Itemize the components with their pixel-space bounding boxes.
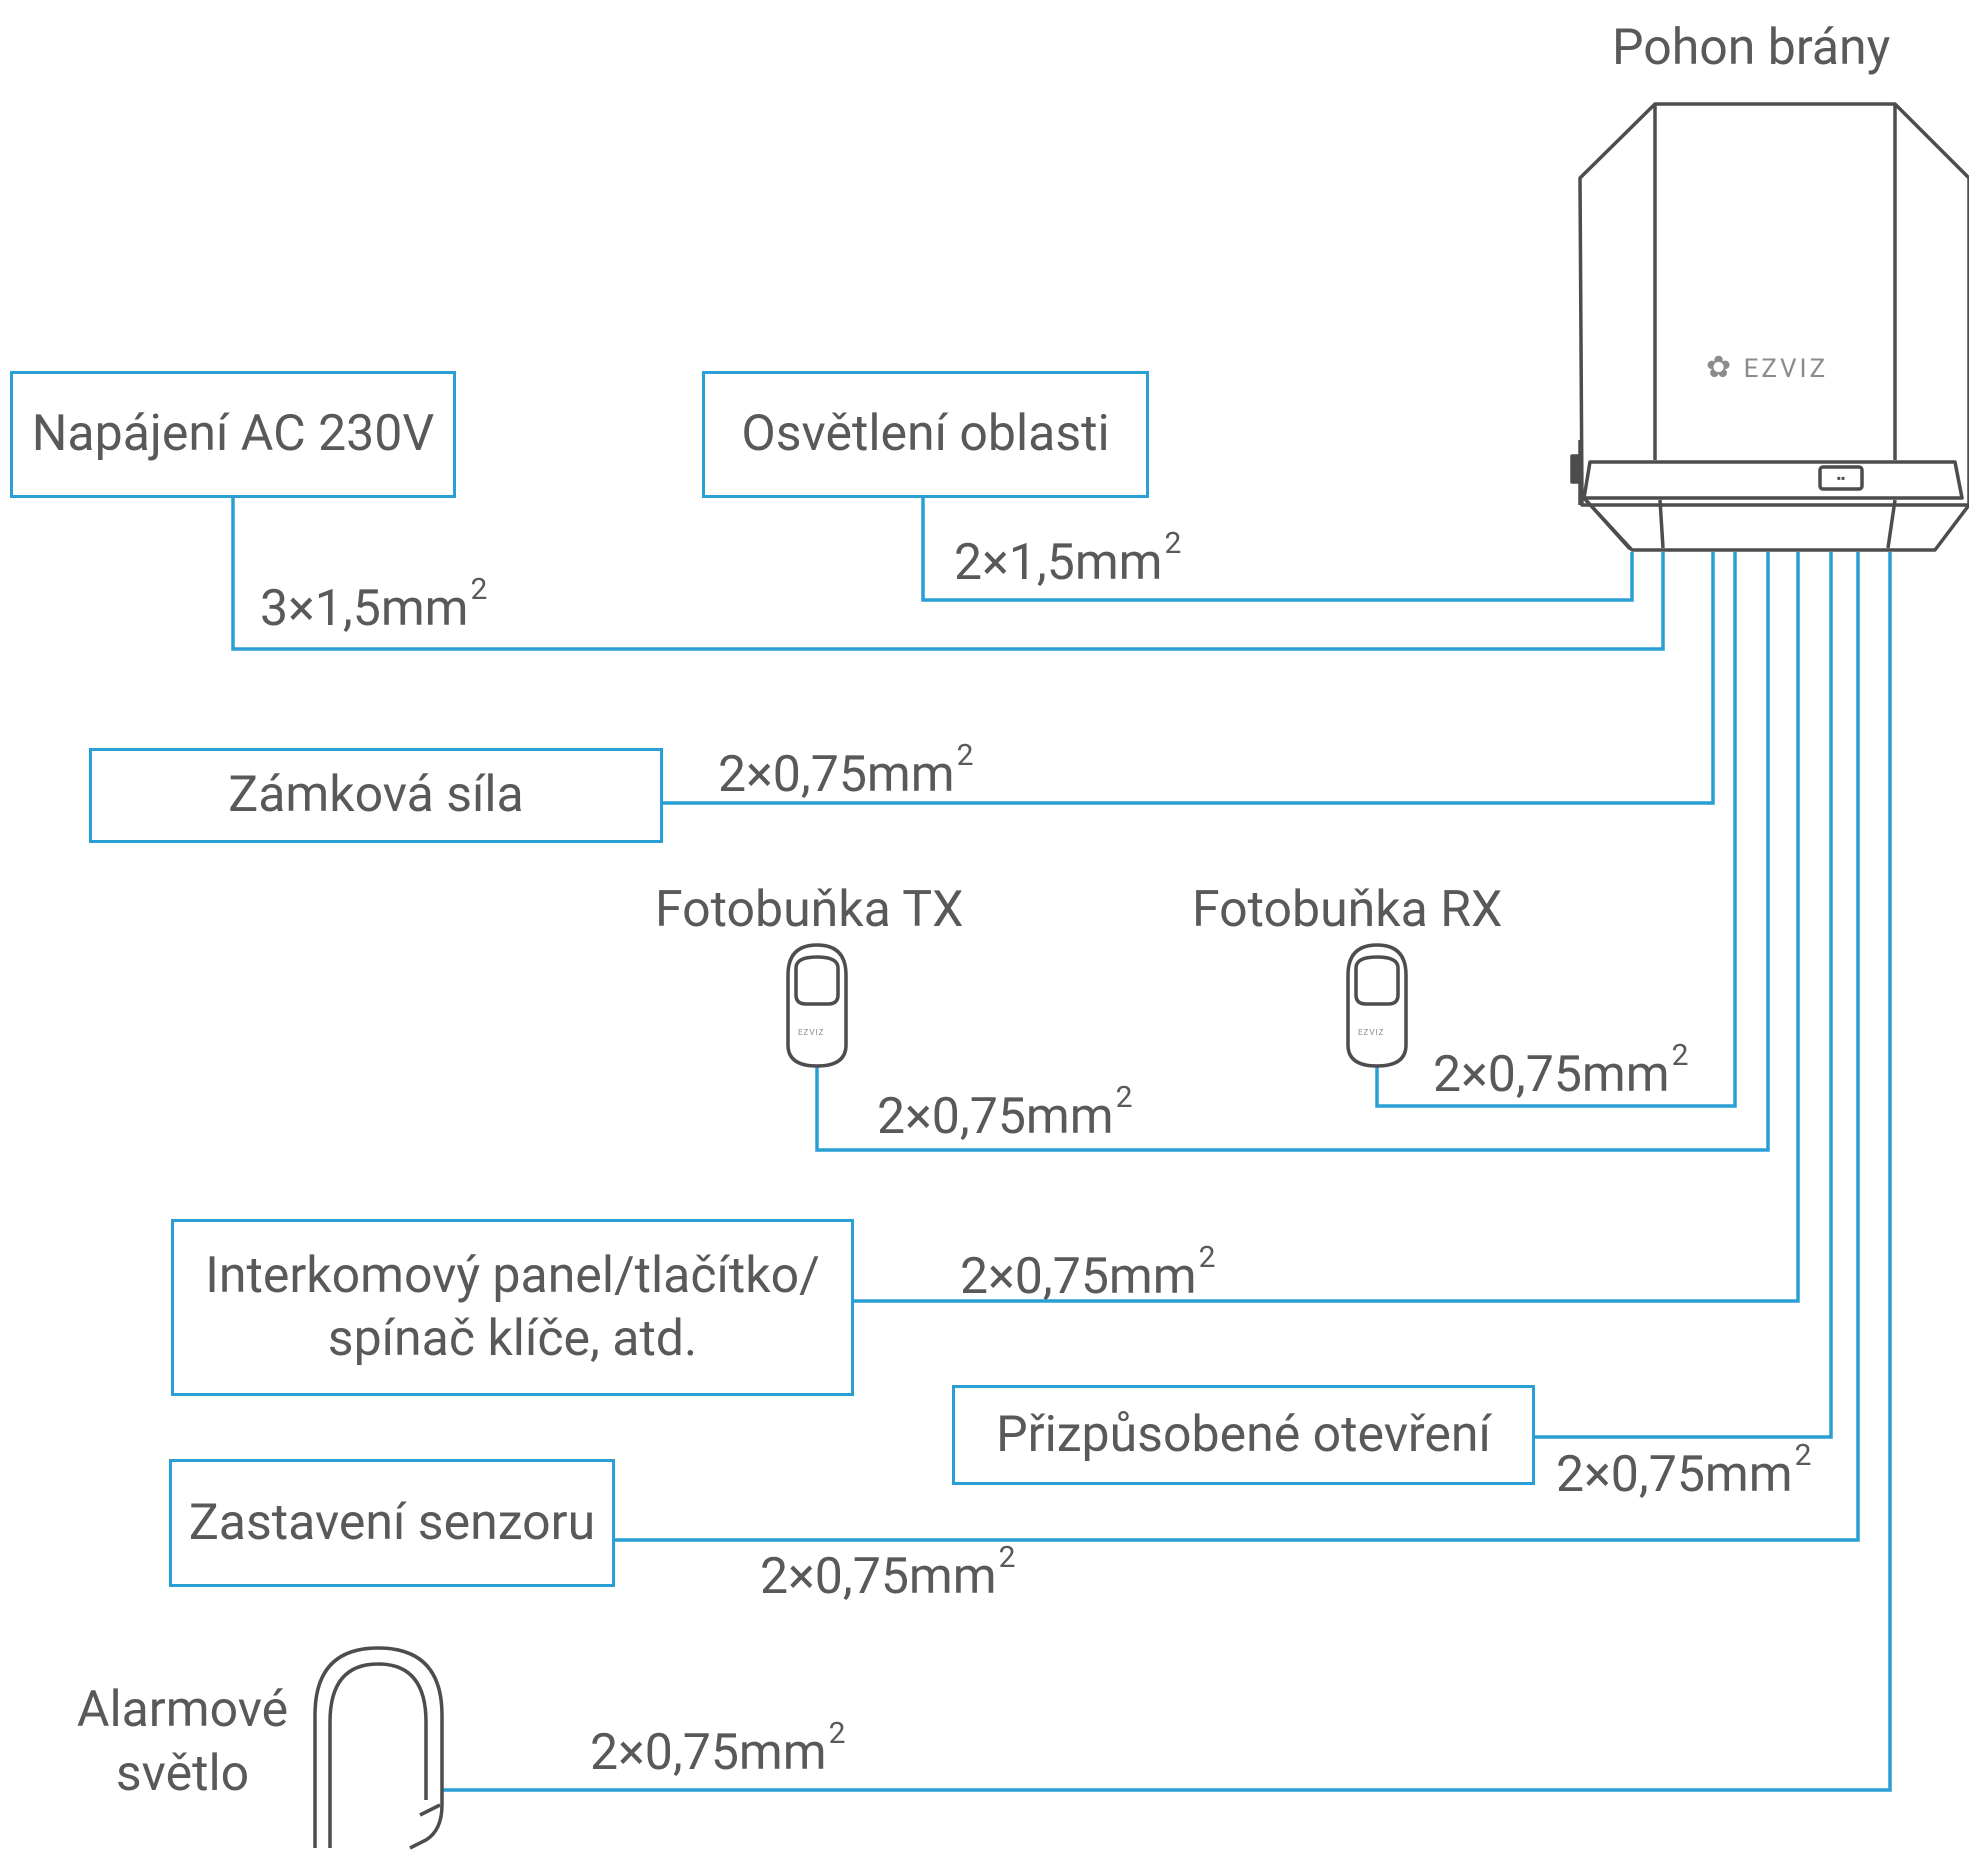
wire-intercom-gauge: 2×0,75mm2 — [960, 1240, 1216, 1306]
wire-power-gauge-text: 3×1,5mm — [260, 580, 469, 638]
wire-lock — [662, 552, 1715, 805]
ezviz-logo-icon: ✿ EZVIZ — [1706, 350, 1828, 385]
wire-power-gauge-sup: 2 — [470, 572, 488, 607]
intercom-label-line2: spínač klíče, atd. — [327, 1309, 698, 1368]
wire-alarm-light-gauge-text: 2×0,75mm — [590, 1724, 827, 1782]
wire-alarm-light — [442, 552, 1892, 1792]
wire-area-light-gauge-text: 2×1,5mm — [954, 534, 1163, 592]
wire-photocell-tx-gauge-sup: 2 — [1115, 1080, 1133, 1115]
wire-stop-sensor-gauge: 2×0,75mm2 — [760, 1540, 1016, 1606]
wire-stop-sensor-gauge-text: 2×0,75mm — [760, 1548, 997, 1606]
gate-motor-icon — [1570, 102, 1969, 552]
wire-power-gauge: 3×1,5mm2 — [260, 572, 487, 638]
photocell-tx-label: Fotobuňka TX — [655, 881, 964, 939]
wire-lock-gauge: 2×0,75mm2 — [718, 738, 974, 804]
alarm-light-label-line1: Alarmové — [76, 1681, 289, 1739]
wire-custom-open — [1534, 552, 1833, 1439]
power-supply-box: Napájení AC 230V — [10, 371, 456, 498]
wire-photocell-tx-gauge-text: 2×0,75mm — [877, 1088, 1114, 1146]
power-supply-label: Napájení AC 230V — [31, 405, 435, 464]
wire-photocell-rx-gauge-sup: 2 — [1671, 1038, 1689, 1073]
wire-area-light-gauge: 2×1,5mm2 — [954, 526, 1181, 592]
wire-power — [231, 497, 1665, 651]
wire-photocell-rx — [1375, 552, 1737, 1108]
wire-photocell-tx-gauge: 2×0,75mm2 — [877, 1080, 1133, 1146]
wire-custom-open-gauge-sup: 2 — [1794, 1438, 1812, 1473]
wire-alarm-light-gauge: 2×0,75mm2 — [590, 1716, 846, 1782]
wire-stop-sensor-gauge-sup: 2 — [998, 1540, 1016, 1575]
flower-icon: ✿ — [1706, 350, 1735, 385]
alarm-light-label: Alarmové světlo — [60, 1678, 305, 1806]
photocell-rx-brand: EZVIZ — [1358, 1028, 1385, 1037]
device-title: Pohon brány — [1612, 19, 1891, 77]
wire-photocell-tx — [815, 552, 1770, 1152]
wire-intercom — [852, 552, 1800, 1303]
wire-photocell-rx-gauge-text: 2×0,75mm — [1433, 1046, 1670, 1104]
photocell-tx-brand: EZVIZ — [798, 1028, 825, 1037]
wire-intercom-gauge-sup: 2 — [1198, 1240, 1216, 1275]
wire-area-light-gauge-sup: 2 — [1164, 526, 1182, 561]
wire-lock-gauge-text: 2×0,75mm — [718, 746, 955, 804]
intercom-label-line1: Interkomový panel/tlačítko/ — [205, 1247, 820, 1305]
wire-lock-gauge-sup: 2 — [956, 738, 974, 773]
wires — [231, 497, 1892, 1792]
custom-open-label: Přizpůsobené otevření — [996, 1405, 1491, 1464]
wire-custom-open-gauge: 2×0,75mm2 — [1556, 1438, 1812, 1504]
alarm-light-label-line2: světlo — [115, 1745, 250, 1803]
wire-area-light — [921, 497, 1634, 602]
switch-icon: ▪▪ — [1836, 471, 1846, 485]
photocell-rx-label: Fotobuňka RX — [1192, 881, 1503, 939]
intercom-box: Interkomový panel/tlačítko/ spínač klíče… — [171, 1219, 854, 1396]
wire-intercom-gauge-text: 2×0,75mm — [960, 1248, 1197, 1306]
stop-sensor-box: Zastavení senzoru — [169, 1459, 615, 1587]
wire-photocell-rx-gauge: 2×0,75mm2 — [1433, 1038, 1689, 1104]
device-brand: EZVIZ — [1743, 354, 1829, 384]
wire-stop-sensor — [614, 552, 1860, 1542]
stop-sensor-label: Zastavení senzoru — [188, 1493, 596, 1552]
area-light-box: Osvětlení oblasti — [702, 371, 1149, 498]
lock-label: Zámková síla — [228, 766, 524, 825]
area-light-label: Osvětlení oblasti — [741, 405, 1110, 464]
custom-open-box: Přizpůsobené otevření — [952, 1385, 1535, 1485]
wire-custom-open-gauge-text: 2×0,75mm — [1556, 1446, 1793, 1504]
lock-box: Zámková síla — [89, 748, 663, 843]
wire-alarm-light-gauge-sup: 2 — [828, 1716, 846, 1751]
